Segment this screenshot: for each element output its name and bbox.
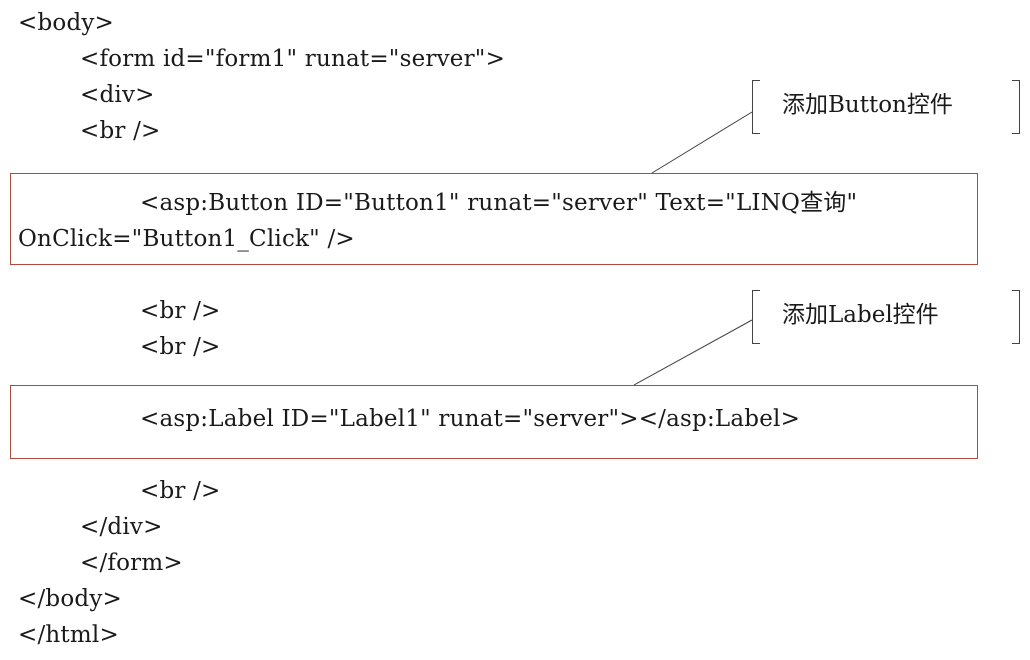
code-line-body-close: </body> (18, 586, 122, 612)
code-line-br-4: <br /> (140, 478, 221, 504)
button-code-highlight-box (10, 173, 978, 265)
leader-line-button (651, 111, 753, 174)
callout-bracket-left (752, 80, 760, 134)
code-line-div-close: </div> (80, 514, 163, 540)
callout-add-label: 添加Label控件 (752, 290, 1020, 344)
code-line-br-1: <br /> (80, 118, 161, 144)
code-line-asp-button-onclick: OnClick="Button1_Click" /> (18, 226, 355, 252)
callout-add-button: 添加Button控件 (752, 80, 1020, 134)
callout-bracket-right (1012, 80, 1020, 134)
code-line-asp-button: <asp:Button ID="Button1" runat="server" … (140, 190, 858, 216)
code-line-br-2: <br /> (140, 298, 221, 324)
callout-bracket-left (752, 290, 760, 344)
callout-bracket-right (1012, 290, 1020, 344)
code-line-body-open: <body> (18, 10, 115, 36)
code-line-asp-label: <asp:Label ID="Label1" runat="server"></… (140, 406, 801, 432)
code-line-form-open: <form id="form1" runat="server"> (80, 46, 506, 72)
code-line-html-close: </html> (18, 622, 119, 648)
leader-line-label (633, 319, 753, 386)
callout-label: 添加Button控件 (782, 92, 953, 118)
callout-label: 添加Label控件 (782, 302, 939, 328)
code-line-br-3: <br /> (140, 334, 221, 360)
label-code-highlight-box (10, 385, 978, 459)
code-line-div-open: <div> (80, 82, 155, 108)
code-line-form-close: </form> (80, 550, 183, 576)
